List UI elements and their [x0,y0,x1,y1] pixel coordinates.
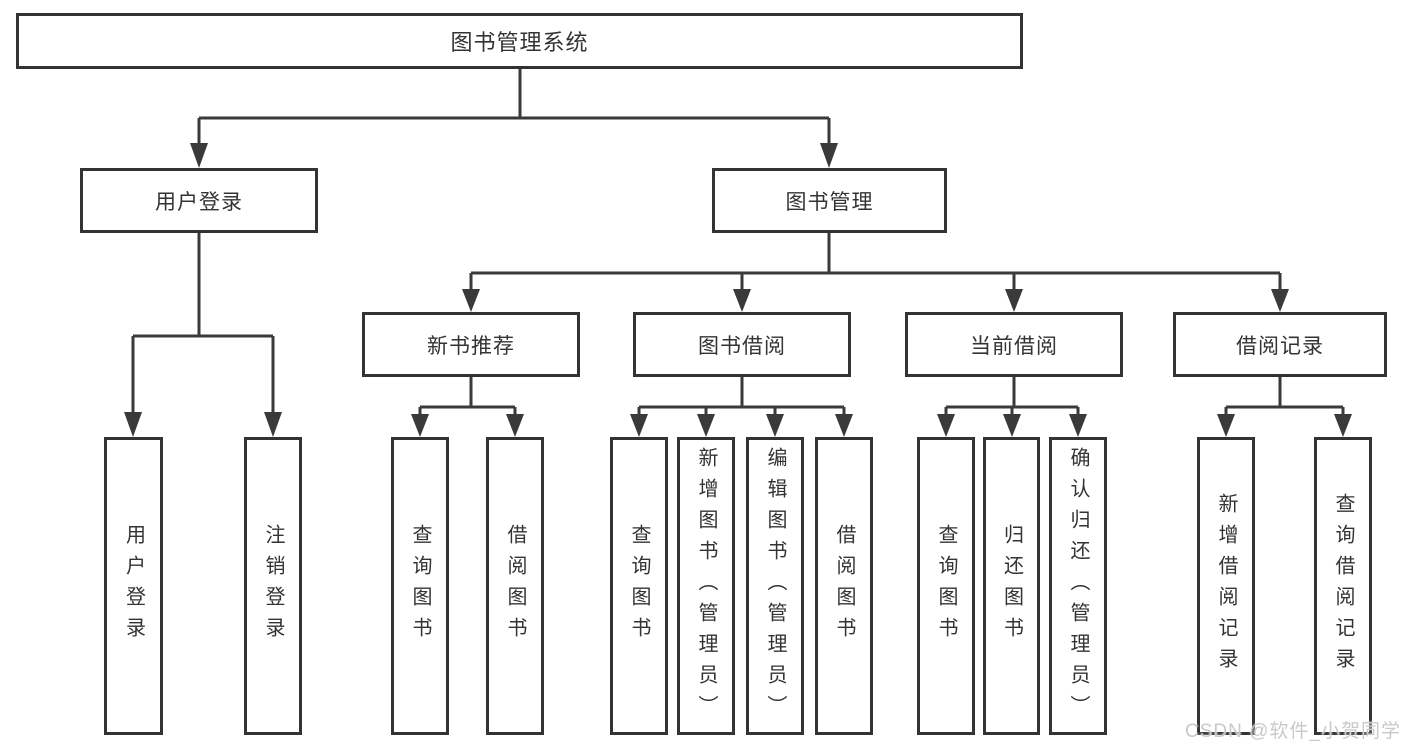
node-new-book-recommend: 新书推荐 [362,312,580,377]
node-user-login: 用户登录 [80,168,318,233]
leaf-return-books-label: 归还图书 [1000,524,1023,648]
leaf-confirm-return-admin: 确认归还（管理员） [1049,437,1107,735]
leaf-recommend-query-books: 查询图书 [391,437,449,735]
leaf-query-borrow-record-label: 查询借阅记录 [1332,493,1354,679]
node-borrow-records: 借阅记录 [1173,312,1387,377]
leaf-current-query-books: 查询图书 [917,437,975,735]
connector-new-book-recommend-to-leaves [418,377,517,416]
leaf-return-books: 归还图书 [983,437,1040,735]
leaf-confirm-return-admin-label: 确认归还（管理员） [1067,446,1089,726]
arrowheads [124,143,1352,437]
leaf-borrow-books-label: 借阅图书 [833,524,855,648]
leaf-recommend-borrow-books-label: 借阅图书 [504,524,526,648]
leaf-user-login-label: 用户登录 [122,524,145,648]
leaf-edit-books-admin: 编辑图书（管理员） [746,437,804,735]
node-current-borrow: 当前借阅 [905,312,1123,377]
leaf-edit-books-admin-label: 编辑图书（管理员） [764,446,786,726]
connector-book-management-to-level3 [469,233,1282,291]
leaf-add-borrow-record: 新增借阅记录 [1197,437,1255,735]
leaf-user-login: 用户登录 [104,437,163,735]
leaf-query-borrow-record: 查询借阅记录 [1314,437,1372,735]
leaf-logout: 注销登录 [244,437,302,735]
node-book-management: 图书管理 [712,168,947,233]
leaf-recommend-query-books-label: 查询图书 [409,524,431,648]
connector-user-login-to-leaves [131,233,275,414]
leaf-add-books-admin: 新增图书（管理员） [677,437,735,735]
connector-root-to-level2 [197,69,831,145]
connector-borrow-records-to-leaves [1224,377,1345,416]
leaf-current-query-books-label: 查询图书 [935,524,957,648]
connector-current-borrow-to-leaves [944,377,1080,416]
leaf-borrow-query-books: 查询图书 [610,437,668,735]
csdn-watermark: CSDN @软件_小贺同学 [1185,721,1401,742]
node-root-system: 图书管理系统 [16,13,1023,69]
connector-book-borrow-to-leaves [637,377,846,416]
leaf-add-borrow-record-label: 新增借阅记录 [1215,493,1237,679]
leaf-borrow-books: 借阅图书 [815,437,873,735]
leaf-recommend-borrow-books: 借阅图书 [486,437,544,735]
node-book-borrow: 图书借阅 [633,312,851,377]
leaf-add-books-admin-label: 新增图书（管理员） [695,446,717,726]
leaf-logout-label: 注销登录 [262,524,284,648]
leaf-borrow-query-books-label: 查询图书 [628,524,650,648]
